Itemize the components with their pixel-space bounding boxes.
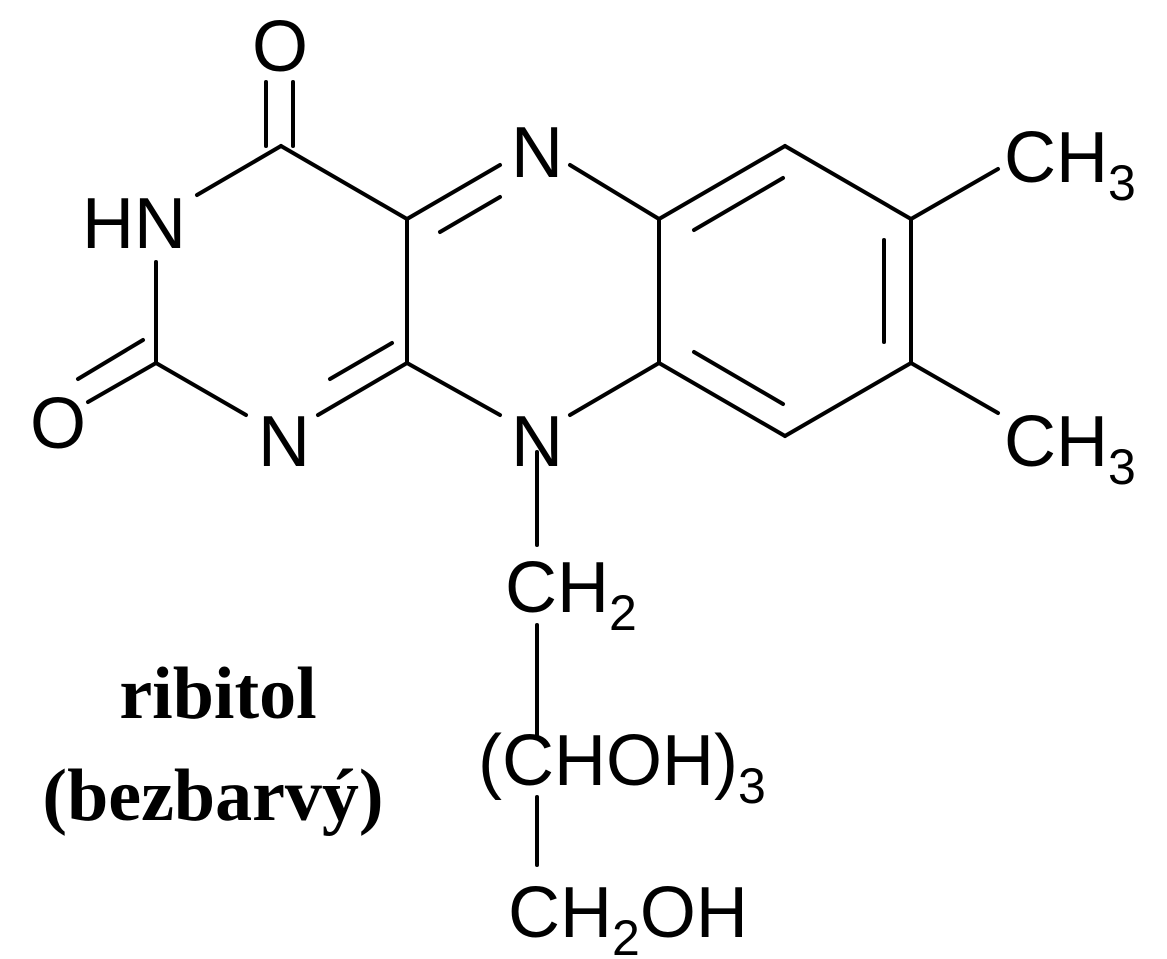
bond-c7-ch3 [909, 167, 1000, 221]
bond-c4-c4a [279, 144, 409, 221]
methyl-bottom-ch: CH [1004, 402, 1108, 482]
methyl-top-group: CH3 [1004, 118, 1136, 211]
bond-c2-o-a [86, 361, 158, 404]
hn-label: HN [82, 184, 186, 264]
ch2-subscript: 2 [609, 585, 637, 641]
ch2-group: CH2 [505, 548, 637, 641]
n5-label: N [511, 113, 563, 193]
bond-c8-ch3 [909, 361, 1000, 415]
ch2oh-oh: OH [640, 873, 748, 953]
bond-n10-c9a [568, 361, 661, 417]
caption-bezbarvy: (bezbarvý) [42, 755, 383, 837]
ch2oh-ch: CH [508, 873, 612, 953]
caption-ribitol: ribitol [119, 653, 316, 735]
bond-c5a-c6-inner [692, 176, 785, 232]
bond-n5-c5a [568, 163, 661, 221]
n10-label: N [511, 402, 563, 482]
bond-n1-c10a-inner [328, 341, 394, 381]
ch2-main: CH [505, 548, 609, 628]
bond-c2-o-b [76, 338, 145, 381]
bond-n1-c10a [316, 361, 409, 417]
bonds [76, 80, 1000, 867]
methyl-top-subscript: 3 [1108, 155, 1136, 211]
methyl-bottom-group: CH3 [1004, 402, 1136, 495]
bond-c10a-n10 [405, 361, 502, 417]
chohoh-main: CHOH) [502, 721, 738, 801]
bond-c4a-n5 [405, 163, 502, 221]
chohoh-group: (CHOH)3 [478, 721, 766, 814]
n1-label: N [258, 402, 310, 482]
bond-c8-c9 [783, 361, 913, 438]
bond-c9-c9a-inner [692, 350, 785, 406]
chohoh-subscript: 3 [738, 758, 766, 814]
ch2oh-group: CH2OH [508, 873, 748, 959]
oxygen-top-label: O [252, 7, 308, 87]
bond-c9-c9a [657, 361, 787, 438]
bond-c2-n1 [154, 361, 248, 417]
bond-c6-c7 [783, 144, 913, 221]
bond-c4-n3 [195, 144, 283, 197]
methyl-top-ch: CH [1004, 118, 1108, 198]
methyl-bottom-subscript: 3 [1108, 439, 1136, 495]
chohoh-open-paren: ( [478, 721, 502, 801]
oxygen-left-label: O [30, 384, 86, 464]
bond-c4a-n5-inner [438, 195, 502, 234]
bond-c5a-c6 [657, 144, 787, 221]
ch2oh-subscript: 2 [612, 910, 640, 959]
